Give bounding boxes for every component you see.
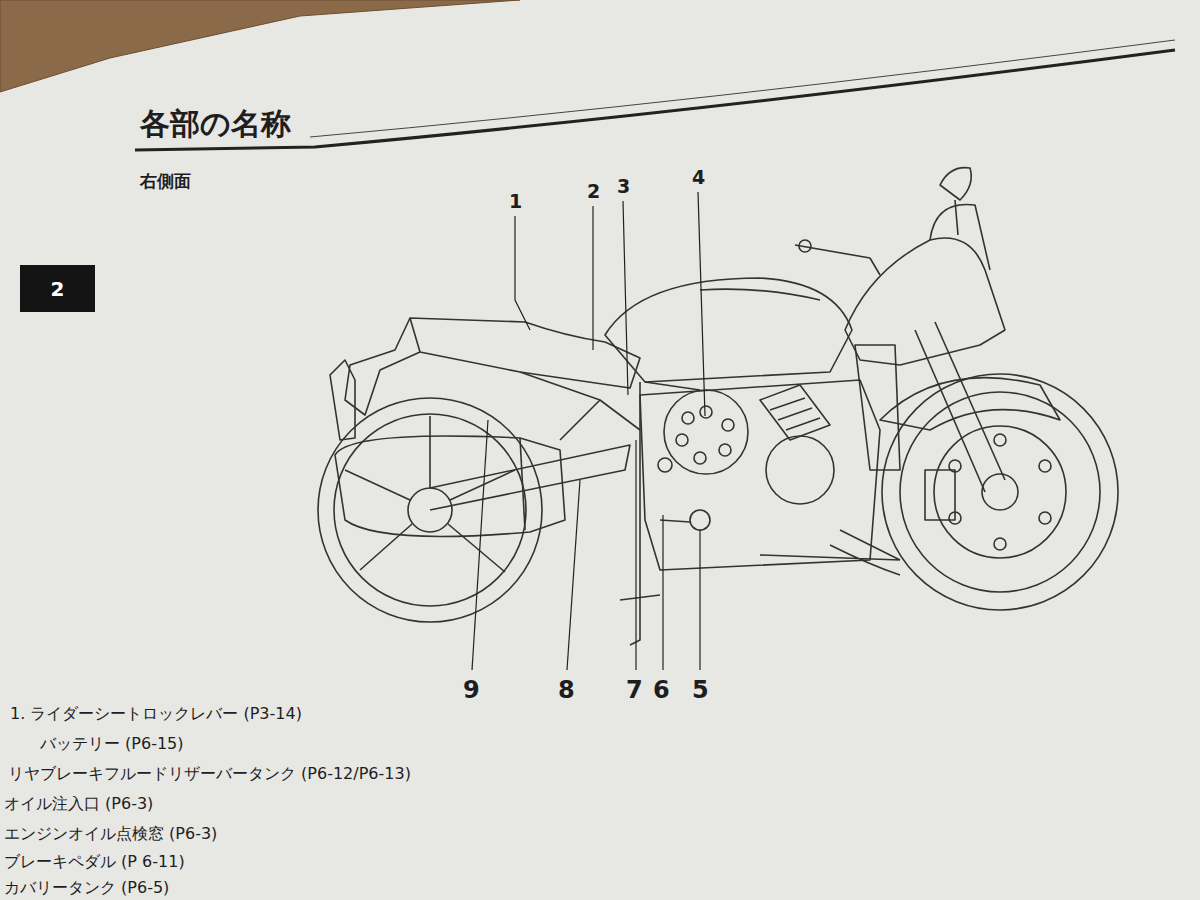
part-list-item: リヤブレーキフルードリザーバータンク (P6-12/P6-13): [8, 764, 411, 785]
callout-number: 6: [653, 676, 670, 704]
page-title: 各部の名称: [140, 104, 291, 145]
section-heading: 右側面: [140, 170, 191, 193]
part-list-item: カバリータンク (P6-5): [4, 878, 169, 899]
callout-number: 2: [587, 180, 600, 202]
chapter-tab: 2: [20, 265, 95, 312]
part-list-item: オイル注入口 (P6-3): [4, 794, 153, 815]
callout-number: 5: [692, 676, 709, 704]
callout-number: 1: [509, 190, 522, 212]
part-list-item: エンジンオイル点検窓 (P6-3): [4, 824, 217, 845]
part-list-item: ブレーキペダル (P 6-11): [4, 852, 185, 873]
callout-number: 8: [558, 676, 575, 704]
callout-number: 9: [463, 676, 480, 704]
callout-number: 3: [617, 175, 630, 197]
part-list-item: バッテリー (P6-15): [40, 734, 184, 755]
part-list-item: 1. ライダーシートロックレバー (P3-14): [10, 704, 302, 725]
callout-number: 4: [692, 166, 705, 188]
callout-number: 7: [626, 676, 643, 704]
tab-number: 2: [51, 277, 65, 301]
